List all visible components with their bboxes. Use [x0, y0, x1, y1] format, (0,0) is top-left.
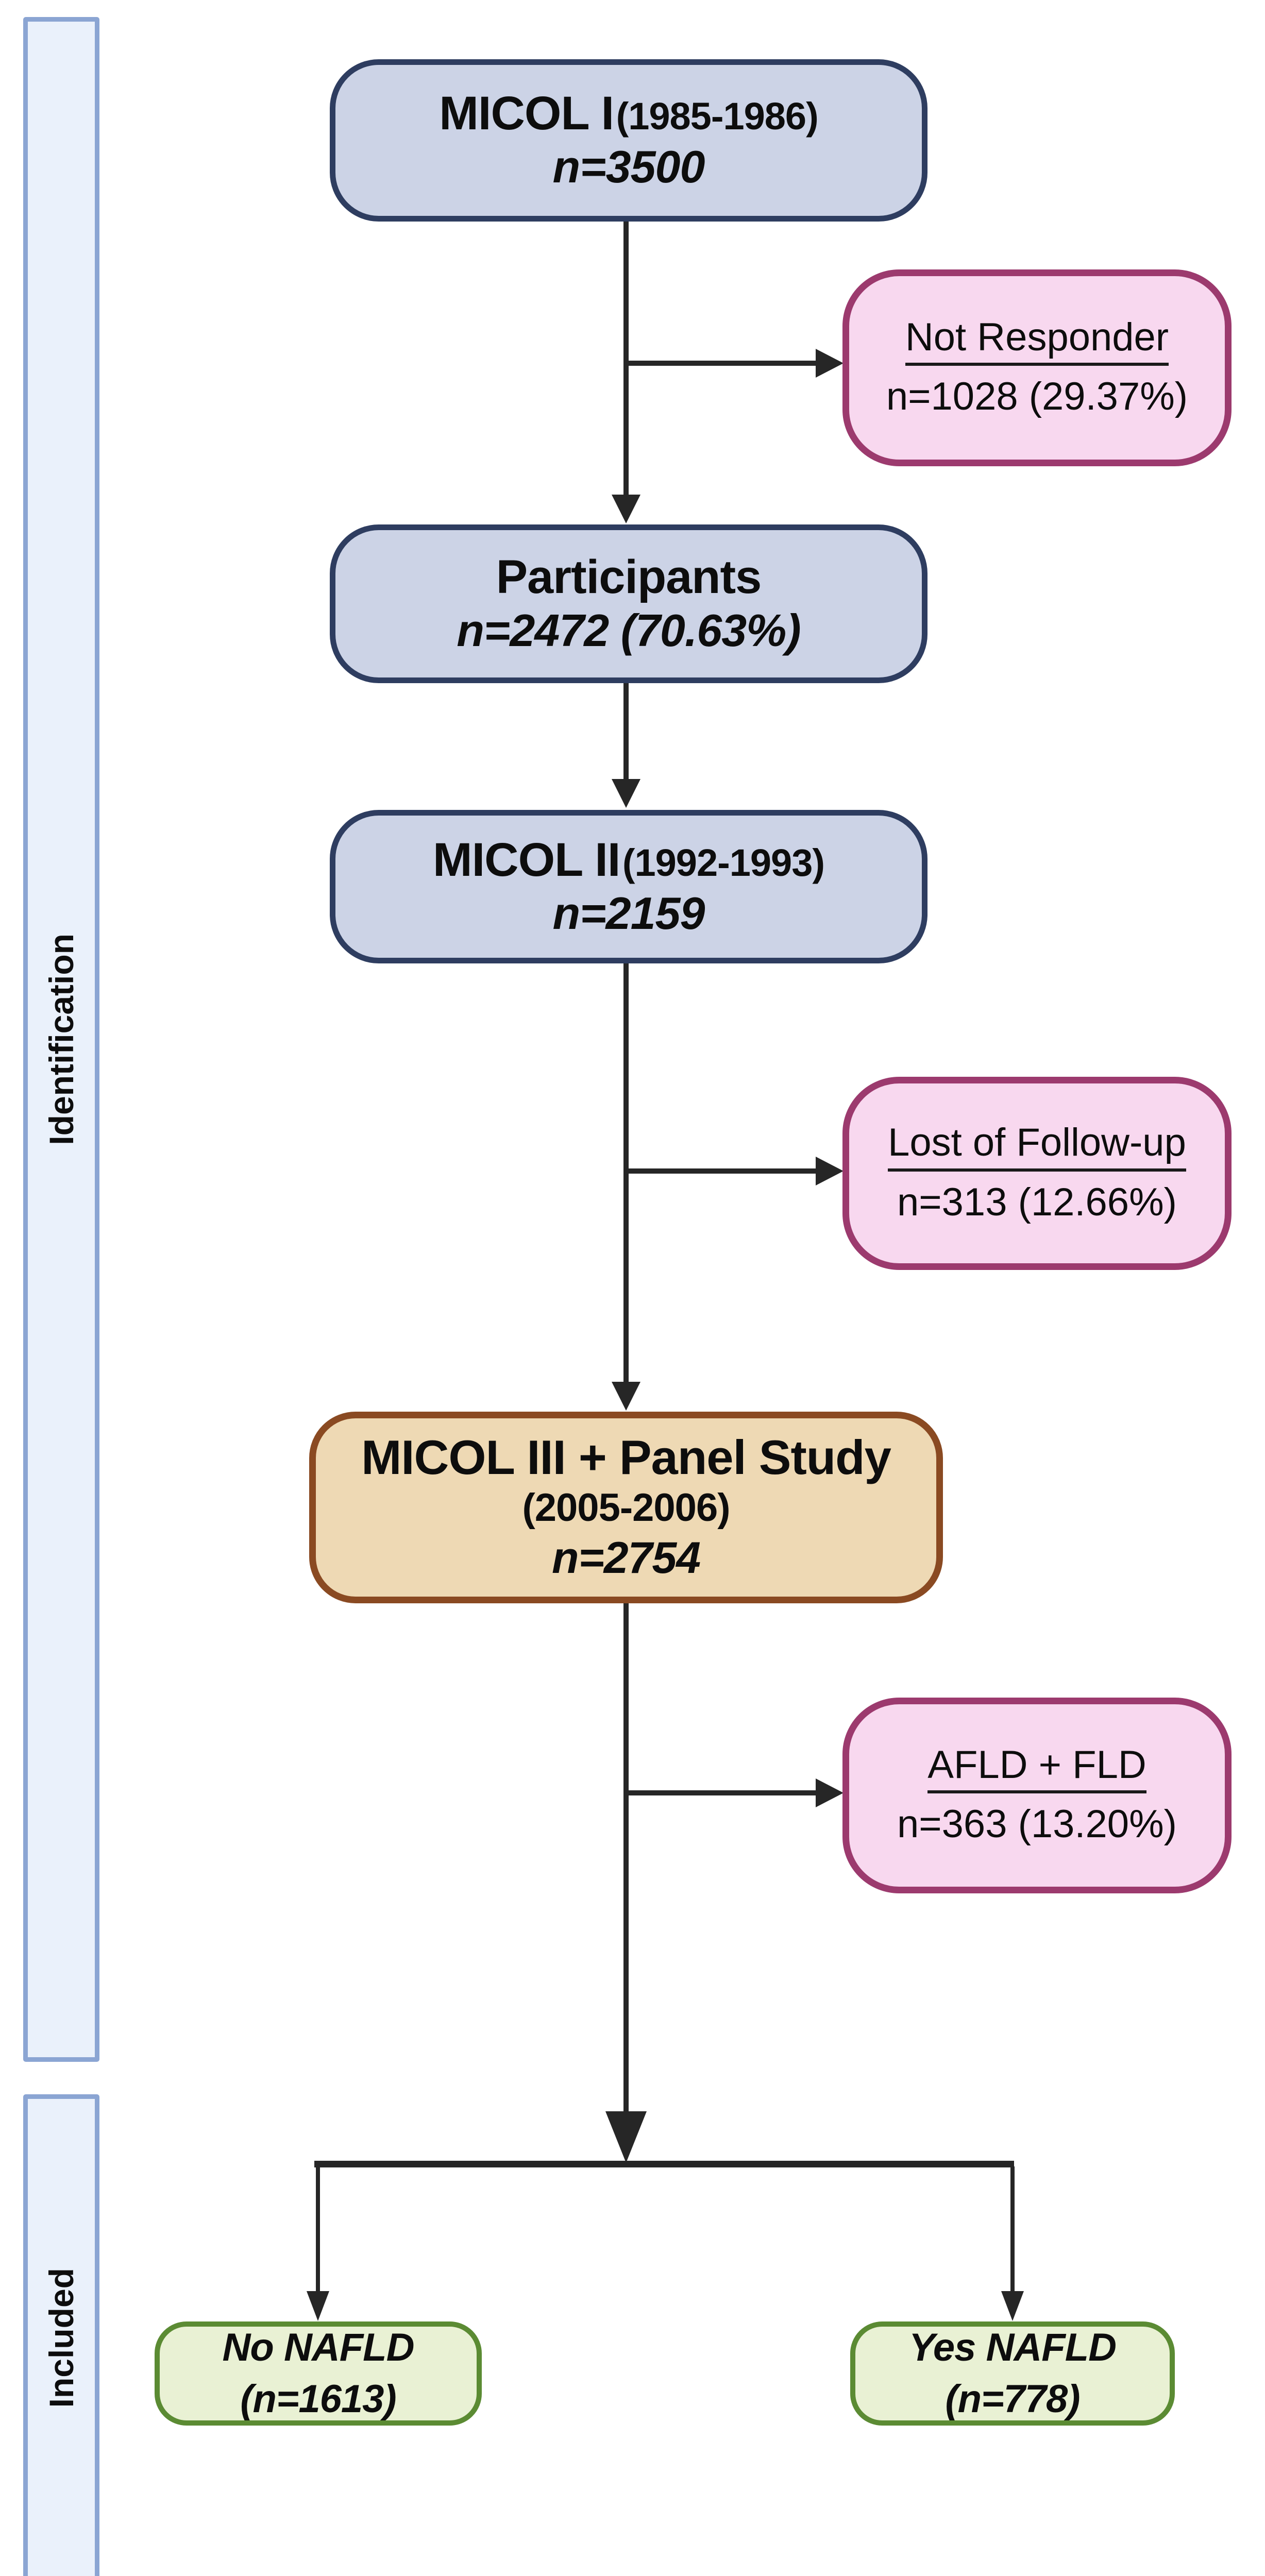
branch-not-responder-head: [816, 349, 844, 378]
arrow-micol-i-to-participants-head: [612, 495, 640, 523]
lost-follow-up-count: n=313 (12.66%): [897, 1180, 1177, 1224]
lost-follow-up-node: Lost of Follow-up n=313 (12.66%): [842, 1077, 1232, 1270]
not-responder-count: n=1028 (29.37%): [886, 375, 1188, 419]
micol-i-title: MICOL I: [439, 87, 614, 140]
arrow-micol-iii-to-split-head: [605, 2111, 647, 2163]
arrow-micol-iii-to-split-line: [623, 1603, 629, 2111]
not-responder-title: Not Responder: [905, 315, 1169, 366]
micol-iii-title: MICOL III + Panel Study: [361, 1430, 891, 1485]
drop-no-nafld-line: [316, 2166, 320, 2291]
participants-title: Participants: [496, 550, 762, 603]
not-responder-node: Not Responder n=1028 (29.37%): [842, 269, 1232, 466]
branch-lost-follow-up-line: [623, 1168, 817, 1174]
identification-phase-bar: Identification: [23, 17, 99, 2062]
afld-fld-title: AFLD + FLD: [927, 1743, 1146, 1794]
no-nafld-count: (n=1613): [240, 2377, 396, 2421]
drop-yes-nafld-head: [1001, 2291, 1024, 2321]
no-nafld-node: No NAFLD (n=1613): [155, 2321, 482, 2426]
arrow-micol-i-to-participants-line: [623, 222, 629, 496]
micol-ii-title-line: MICOL II (1992-1993): [432, 833, 825, 887]
micol-iii-years: (2005-2006): [522, 1486, 730, 1530]
micol-iii-count: n=2754: [551, 1533, 701, 1583]
lost-follow-up-title: Lost of Follow-up: [888, 1121, 1186, 1172]
arrow-micol-ii-to-micol-iii-head: [612, 1382, 640, 1411]
branch-not-responder-line: [623, 361, 817, 366]
participants-node: Participants n=2472 (70.63%): [330, 524, 927, 683]
split-bar: [314, 2161, 1014, 2167]
micol-i-node: MICOL I (1985-1986) n=3500: [330, 59, 927, 222]
afld-fld-count: n=363 (13.20%): [897, 1802, 1177, 1846]
arrow-participants-to-micol-ii-head: [612, 779, 640, 808]
micol-ii-years: (1992-1993): [622, 841, 825, 884]
micol-iii-node: MICOL III + Panel Study (2005-2006) n=27…: [309, 1412, 943, 1603]
micol-ii-node: MICOL II (1992-1993) n=2159: [330, 810, 927, 963]
drop-yes-nafld-line: [1010, 2166, 1015, 2291]
micol-i-years: (1985-1986): [616, 95, 819, 138]
micol-i-count: n=3500: [552, 141, 705, 193]
branch-afld-fld-head: [816, 1778, 844, 1807]
identification-phase-label: Identification: [42, 934, 80, 1145]
included-phase-label: Included: [42, 2267, 80, 2408]
no-nafld-title: No NAFLD: [222, 2325, 415, 2369]
branch-afld-fld-line: [623, 1790, 817, 1795]
yes-nafld-count: (n=778): [945, 2377, 1080, 2421]
micol-ii-count: n=2159: [552, 887, 705, 939]
drop-no-nafld-head: [307, 2291, 329, 2321]
afld-fld-node: AFLD + FLD n=363 (13.20%): [842, 1698, 1232, 1893]
yes-nafld-node: Yes NAFLD (n=778): [850, 2321, 1175, 2426]
arrow-participants-to-micol-ii-line: [623, 683, 629, 779]
participants-count: n=2472 (70.63%): [457, 604, 801, 656]
micol-i-title-line: MICOL I (1985-1986): [439, 87, 818, 140]
micol-ii-title: MICOL II: [432, 833, 620, 886]
included-phase-bar: Included: [23, 2094, 99, 2576]
yes-nafld-title: Yes NAFLD: [908, 2325, 1117, 2369]
branch-lost-follow-up-head: [816, 1157, 844, 1185]
